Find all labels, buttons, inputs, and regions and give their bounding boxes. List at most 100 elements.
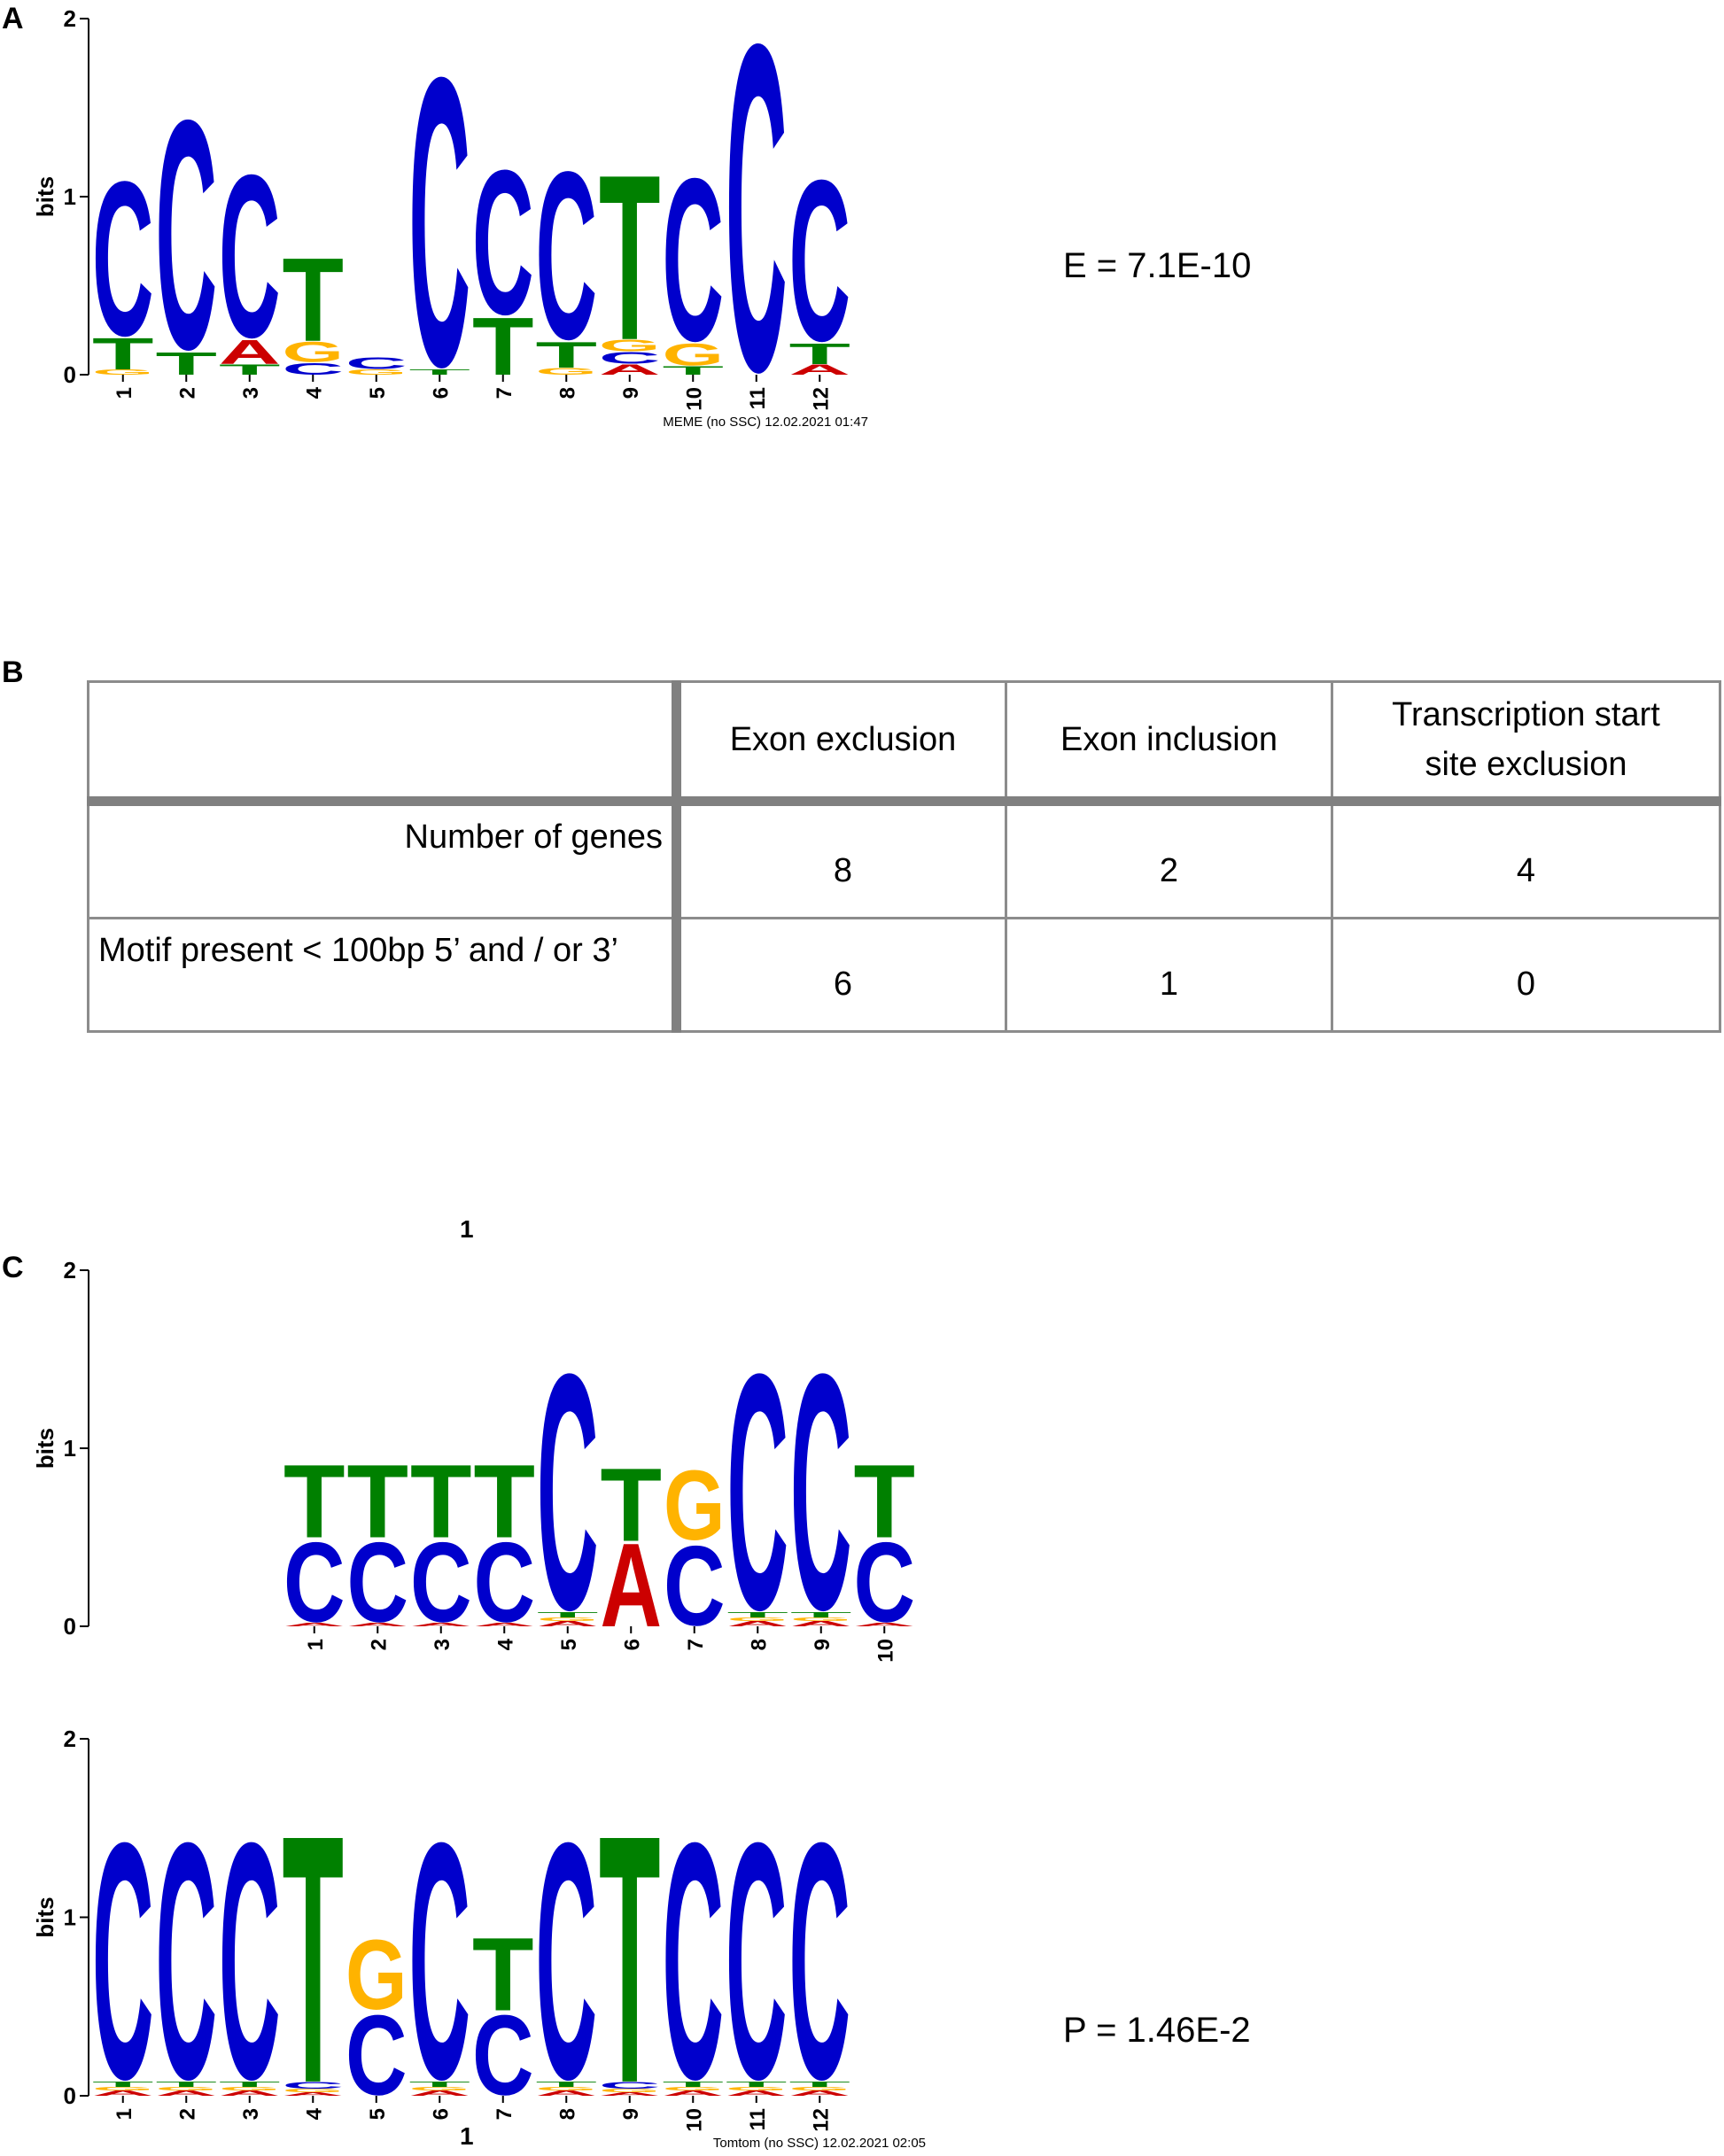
logo-letter-g: G [283,337,345,368]
logo-letter-c: C [726,0,788,469]
table-cell: 0 [1331,917,1721,1033]
logo-letter-t: T [601,1446,663,1563]
logo-letter-c: C [283,2080,345,2090]
logo-letter-t: T [409,2080,471,2088]
x-tick-label: 12 [809,2108,833,2132]
x-tick-label: 7 [493,2108,516,2120]
logo-letter-c: C [474,1518,536,1646]
logo-letter-c: C [663,130,725,389]
logo-letter-c: C [664,1522,726,1649]
logo-letter-t: T [156,345,218,382]
x-tick-label: 3 [239,2108,263,2120]
logo-letter-g: G [664,1451,726,1562]
logo-letter-t: T [410,1443,472,1560]
logo-letter-a: A [599,2091,661,2097]
table-cell: 2 [1005,800,1333,919]
panel-label-b: B [2,655,24,689]
logo-letter-t: T [283,1763,345,2156]
logo-letter-c: C [283,1518,346,1646]
logo-letter-a: A [219,2089,281,2097]
x-tick-label: 8 [555,387,579,399]
logo-letter-t: T [409,368,471,376]
logo-letter-t: T [663,2080,725,2088]
logo-letter-g: G [537,1617,599,1622]
x-tick-label: 8 [555,2108,579,2120]
y-tick-label: 2 [64,5,76,32]
logo-letter-c: C [599,349,661,368]
x-tick-label: 11 [746,2108,770,2130]
y-tick-label: 2 [64,1726,76,1752]
logo-letter-g: G [346,368,408,376]
table-row: Motif present < 100bp 5’ and / or 3’ 6 1… [87,917,1721,1033]
logo-letter-t: T [854,1443,916,1560]
logo-letter-c: C [410,1518,472,1646]
x-tick-label: 6 [429,387,453,399]
logo-letter-a: A [790,1620,852,1628]
panel-label-c: C [2,1251,24,1284]
logo-letter-t: T [727,1610,789,1618]
x-tick-label: 2 [367,1639,391,1650]
logo-letter-t: T [663,363,725,377]
logo-letter-c: C [790,1305,852,1679]
logo-letter-g: G [219,2086,281,2091]
x-tick-label: 10 [682,387,706,411]
logo-letter-a: A [726,2089,788,2097]
logo-letter-g: G [663,338,725,373]
logo-letter-a: A [599,361,661,378]
x-tick-label: 1 [113,387,136,399]
x-tick-label: 1 [113,2108,136,2120]
y-tick-label: 1 [64,1435,76,1462]
table-header-corner [87,680,681,806]
meme-credit: MEME (no SSC) 12.02.2021 01:47 [663,415,868,430]
logo-letter-c: C [347,1518,409,1646]
x-tick-label: 3 [239,387,263,399]
y-tick-label: 0 [64,2082,76,2109]
table-cell: 1 [1005,917,1333,1033]
table-header-exon-inclusion: Exon inclusion [1005,680,1333,806]
x-tick-label: 7 [493,387,516,399]
logo-letter-c: C [219,127,281,385]
logo-letter-g: G [346,1919,408,2030]
logo-letter-a: A [474,1622,536,1627]
x-tick-label: 12 [809,387,833,411]
logo-letter-t: T [347,1443,409,1560]
logo-letter-g: G [663,2086,725,2091]
logo-letter-c: C [92,136,154,382]
logo-letter-c: C [156,1772,218,2149]
table-header-tss-exclusion: Transcription start site exclusion [1331,680,1721,806]
logo-letter-t: T [536,2080,598,2088]
tss-header-line1: Transcription start [1392,696,1660,733]
logo-letter-t: T [92,2080,154,2088]
x-tick-label: 9 [619,2108,643,2120]
logo-letter-c: C [536,123,598,391]
logo-letter-g: G [790,1617,852,1622]
logo-letter-g: G [536,366,598,376]
logo-letter-c: C [854,1518,916,1646]
row-label-motif-present: Motif present < 100bp 5’ and / or 3’ [87,917,681,1033]
x-tick-label: 2 [175,2108,199,2120]
logo-letter-t: T [474,1443,536,1560]
x-tick-label: 8 [747,1639,771,1650]
table-header-row: Exon exclusion Exon inclusion Transcript… [87,680,1721,806]
y-tick-label: 0 [64,1613,76,1640]
logo-letter-a: A [536,2089,598,2097]
logo-letter-t: T [219,2080,281,2088]
table-cell: 8 [675,800,1007,919]
logo-letter-t: T [790,1610,852,1618]
row-label-number-of-genes: Number of genes [87,800,681,919]
table-header-exon-exclusion: Exon exclusion [675,680,1007,806]
logo-letter-a: A [409,2089,471,2097]
y-axis-label: bits [32,1896,58,1937]
logo-letter-t: T [599,126,661,390]
y-tick-label: 1 [64,1904,76,1931]
x-tick-label: 4 [302,2107,326,2120]
alignment-offset-bottom: 1 [460,2122,474,2150]
p-value-text: P = 1.46E-2 [1063,2011,1251,2050]
logo-letter-a: A [283,1622,346,1627]
logo-letter-t: T [536,334,598,376]
e-value-text: E = 7.1E-10 [1063,246,1252,285]
logo-letter-t: T [472,301,534,392]
logo-letter-a: A [601,1518,663,1652]
